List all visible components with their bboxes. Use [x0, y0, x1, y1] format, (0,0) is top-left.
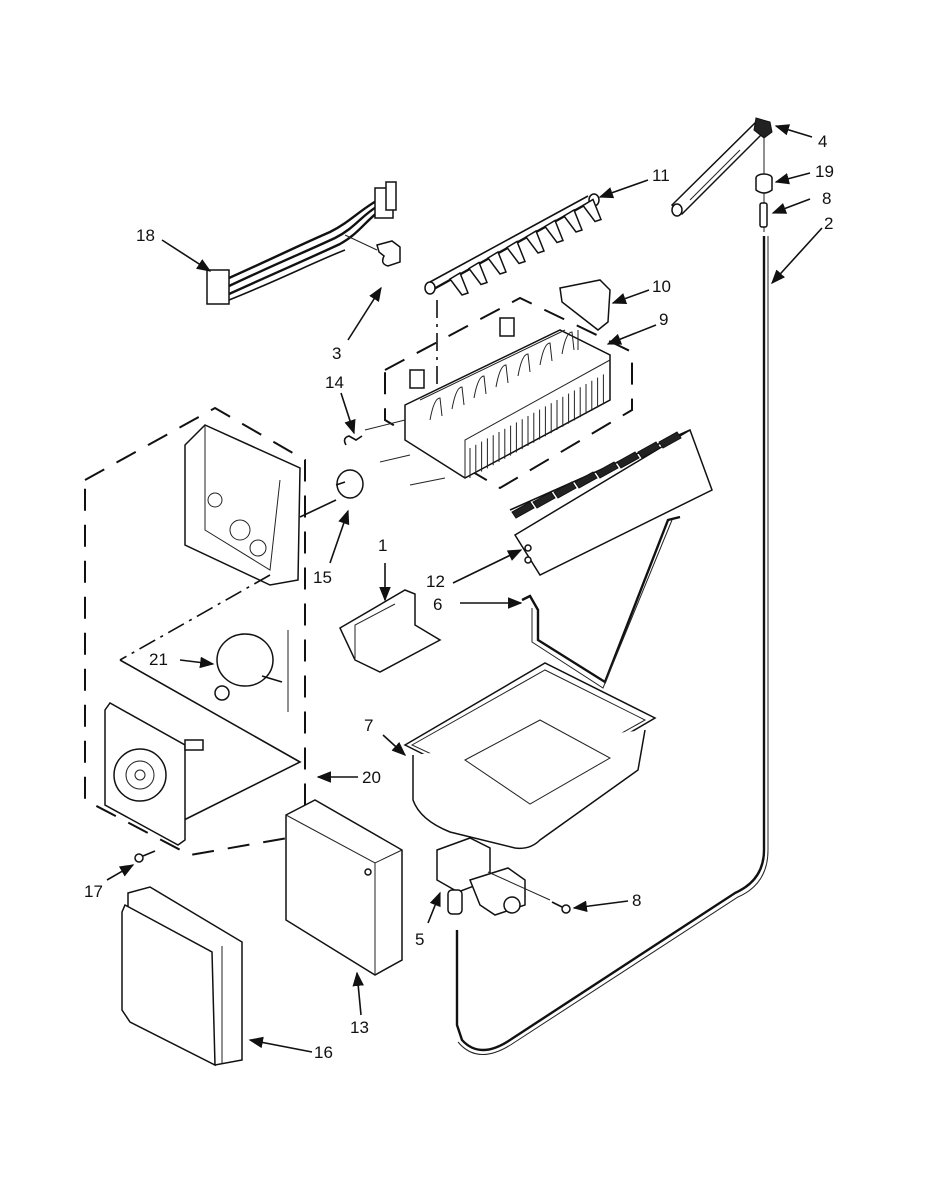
stripper-finger	[574, 471, 598, 489]
mold-cavity	[473, 375, 487, 399]
part-ice-mold	[364, 317, 611, 486]
callout-labels: 4 19 8 2 11 10 9 18 3 14 15 1 12 6 21 7 …	[84, 132, 834, 1062]
callout-18: 18	[136, 226, 155, 245]
part-thermostat	[299, 469, 364, 518]
callout-21: 21	[149, 650, 168, 669]
callout-3: 3	[332, 344, 341, 363]
part-front-cover	[121, 886, 243, 1067]
part-motor	[214, 630, 289, 712]
ejector-blade	[448, 271, 469, 296]
module-assembly-plane	[119, 659, 302, 823]
callout-1: 1	[378, 536, 387, 555]
callout-19: 19	[815, 162, 834, 181]
callout-16: 16	[314, 1043, 333, 1062]
stripper-finger	[595, 461, 619, 479]
mold-cavity	[451, 386, 465, 410]
callout-17: 17	[84, 882, 103, 901]
part-fill-tube	[670, 117, 773, 217]
part-ice-bin	[403, 662, 657, 850]
part-valve-screw	[551, 901, 571, 914]
part-tube-fitting	[759, 202, 768, 228]
mold-cavity	[539, 342, 553, 366]
callout-5: 5	[415, 930, 424, 949]
stripper-finger	[511, 501, 535, 519]
callout-8b: 8	[632, 891, 641, 910]
callout-10: 10	[652, 277, 671, 296]
callout-leaders	[106, 124, 823, 1053]
part-screw	[134, 850, 156, 863]
mold-cavity	[517, 353, 531, 377]
callout-4: 4	[818, 132, 827, 151]
part-bracket	[339, 589, 442, 673]
part-harness-clip	[376, 240, 401, 267]
callout-8: 8	[822, 189, 831, 208]
callout-13: 13	[350, 1018, 369, 1037]
part-module-plate	[104, 702, 204, 846]
ejector-blade	[467, 261, 488, 286]
part-grommet	[755, 173, 773, 194]
stripper-finger	[553, 481, 577, 499]
callout-6: 6	[433, 595, 442, 614]
part-module-housing	[184, 424, 301, 586]
stripper-finger	[658, 431, 682, 449]
mold-assembly-outline	[384, 296, 633, 490]
callout-7: 7	[364, 716, 373, 735]
callout-15: 15	[313, 568, 332, 587]
part-water-tube	[455, 236, 766, 1052]
callout-14: 14	[325, 373, 344, 392]
stripper-finger	[532, 491, 556, 509]
ejector-blade	[524, 229, 545, 254]
callout-11: 11	[652, 166, 670, 185]
callout-20: 20	[362, 768, 381, 787]
callout-12: 12	[426, 572, 445, 591]
callout-2: 2	[824, 214, 833, 233]
ejector-blade	[562, 208, 583, 233]
stripper-finger	[637, 441, 661, 459]
part-ejector	[424, 193, 602, 296]
part-water-valve	[436, 837, 551, 916]
mold-cavity	[429, 397, 443, 421]
part-thermostat-clip	[343, 435, 363, 446]
part-wire-harness	[206, 181, 397, 305]
part-shutoff-arm	[521, 515, 681, 684]
part-stripper	[509, 428, 713, 576]
ejector-blade	[581, 198, 602, 223]
part-fill-cup	[559, 279, 611, 331]
ejector-blade	[486, 250, 507, 275]
part-module-cover	[285, 799, 403, 976]
ejector-blade	[505, 240, 526, 265]
callout-9: 9	[659, 310, 668, 329]
mold-cavity	[561, 331, 575, 355]
ejector-blade	[543, 219, 564, 244]
mold-cavity	[495, 364, 509, 388]
stripper-finger	[616, 451, 640, 469]
